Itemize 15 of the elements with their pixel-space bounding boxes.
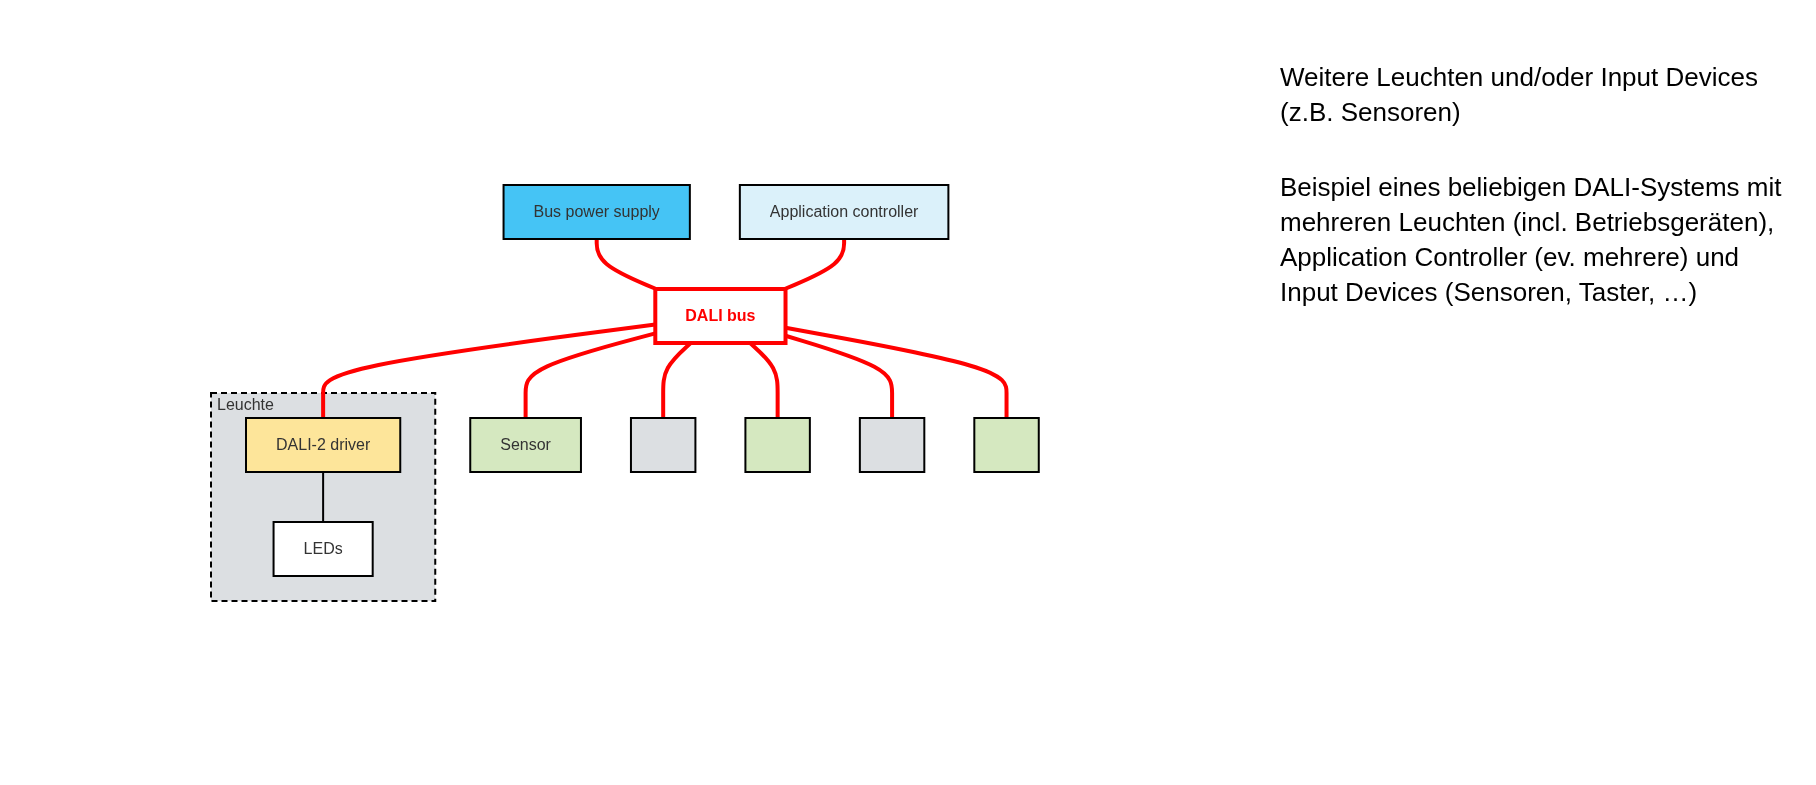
node-box [973,416,1040,473]
node-box [858,416,926,473]
node-box [630,416,697,473]
node-box: LEDs [272,520,374,577]
note-text: Beispiel eines beliebigen DALI-Systems mit mehreren Leuchten (incl. Betriebsgeräten), Application Controller (ev. mehrere) und Input Devices (Sensoren, Taster, …) [1280,171,1783,310]
connector [322,470,325,523]
note-text: Weitere Leuchten und/oder Input Devices (z.B. Sensoren) [1280,61,1759,130]
node-box: DALI bus [653,286,788,345]
node-box: Bus power supply [502,183,691,240]
node-box: DALI-2 driver [245,416,402,473]
connector [594,238,658,291]
node-box [744,416,811,473]
connector [783,238,847,291]
node-box: Application controller [738,183,950,240]
node-box: Sensor [469,416,583,473]
